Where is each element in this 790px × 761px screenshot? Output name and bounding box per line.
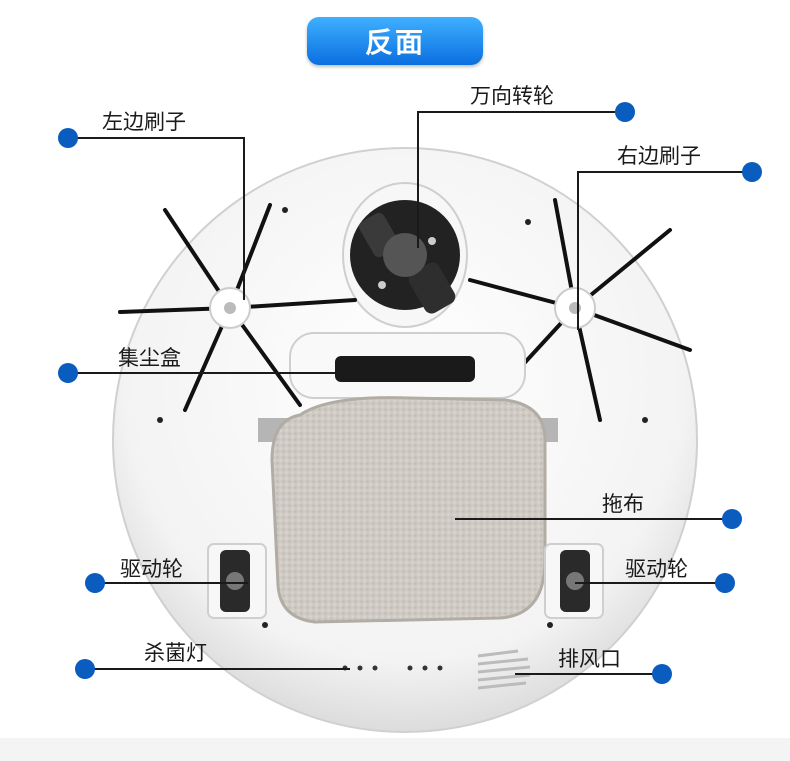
label-caster-wheel: 万向转轮 [470, 84, 554, 108]
mop-pad [270, 396, 547, 624]
label-drive-wheel-right: 驱动轮 [625, 557, 688, 581]
callout-dot-icon [742, 162, 762, 182]
label-drive-wheel-left: 驱动轮 [120, 557, 183, 581]
left-side-brush [118, 203, 357, 412]
dust-box [289, 332, 526, 399]
callout-dot-icon [652, 664, 672, 684]
callout-dot-icon [85, 573, 105, 593]
label-mop: 拖布 [602, 492, 644, 516]
callout-dot-icons [58, 102, 762, 684]
callout-dot-icon [58, 363, 78, 383]
label-exhaust: 排风口 [558, 647, 621, 671]
callout-dot-icon [722, 509, 742, 529]
caster-wheel [342, 182, 468, 328]
leader-caster [417, 111, 625, 248]
leader-left-brush [68, 137, 245, 300]
label-dust-box: 集尘盒 [118, 346, 181, 370]
page-title: 反面 [307, 17, 483, 65]
callout-dot-icon [715, 573, 735, 593]
exhaust-vents [477, 649, 531, 690]
leader-lines [68, 111, 752, 675]
callout-dot-icon [75, 659, 95, 679]
label-left-brush: 左边刷子 [102, 110, 186, 134]
label-right-brush: 右边刷子 [617, 144, 701, 168]
label-uv-lamp: 杀菌灯 [144, 641, 207, 665]
callout-dot-icon [58, 128, 78, 148]
screw-holes [157, 207, 648, 628]
footer-band [0, 738, 790, 761]
leader-right-brush [577, 171, 752, 330]
right-drive-wheel [544, 543, 604, 619]
left-drive-wheel [207, 543, 267, 619]
callout-dot-icon [615, 102, 635, 122]
